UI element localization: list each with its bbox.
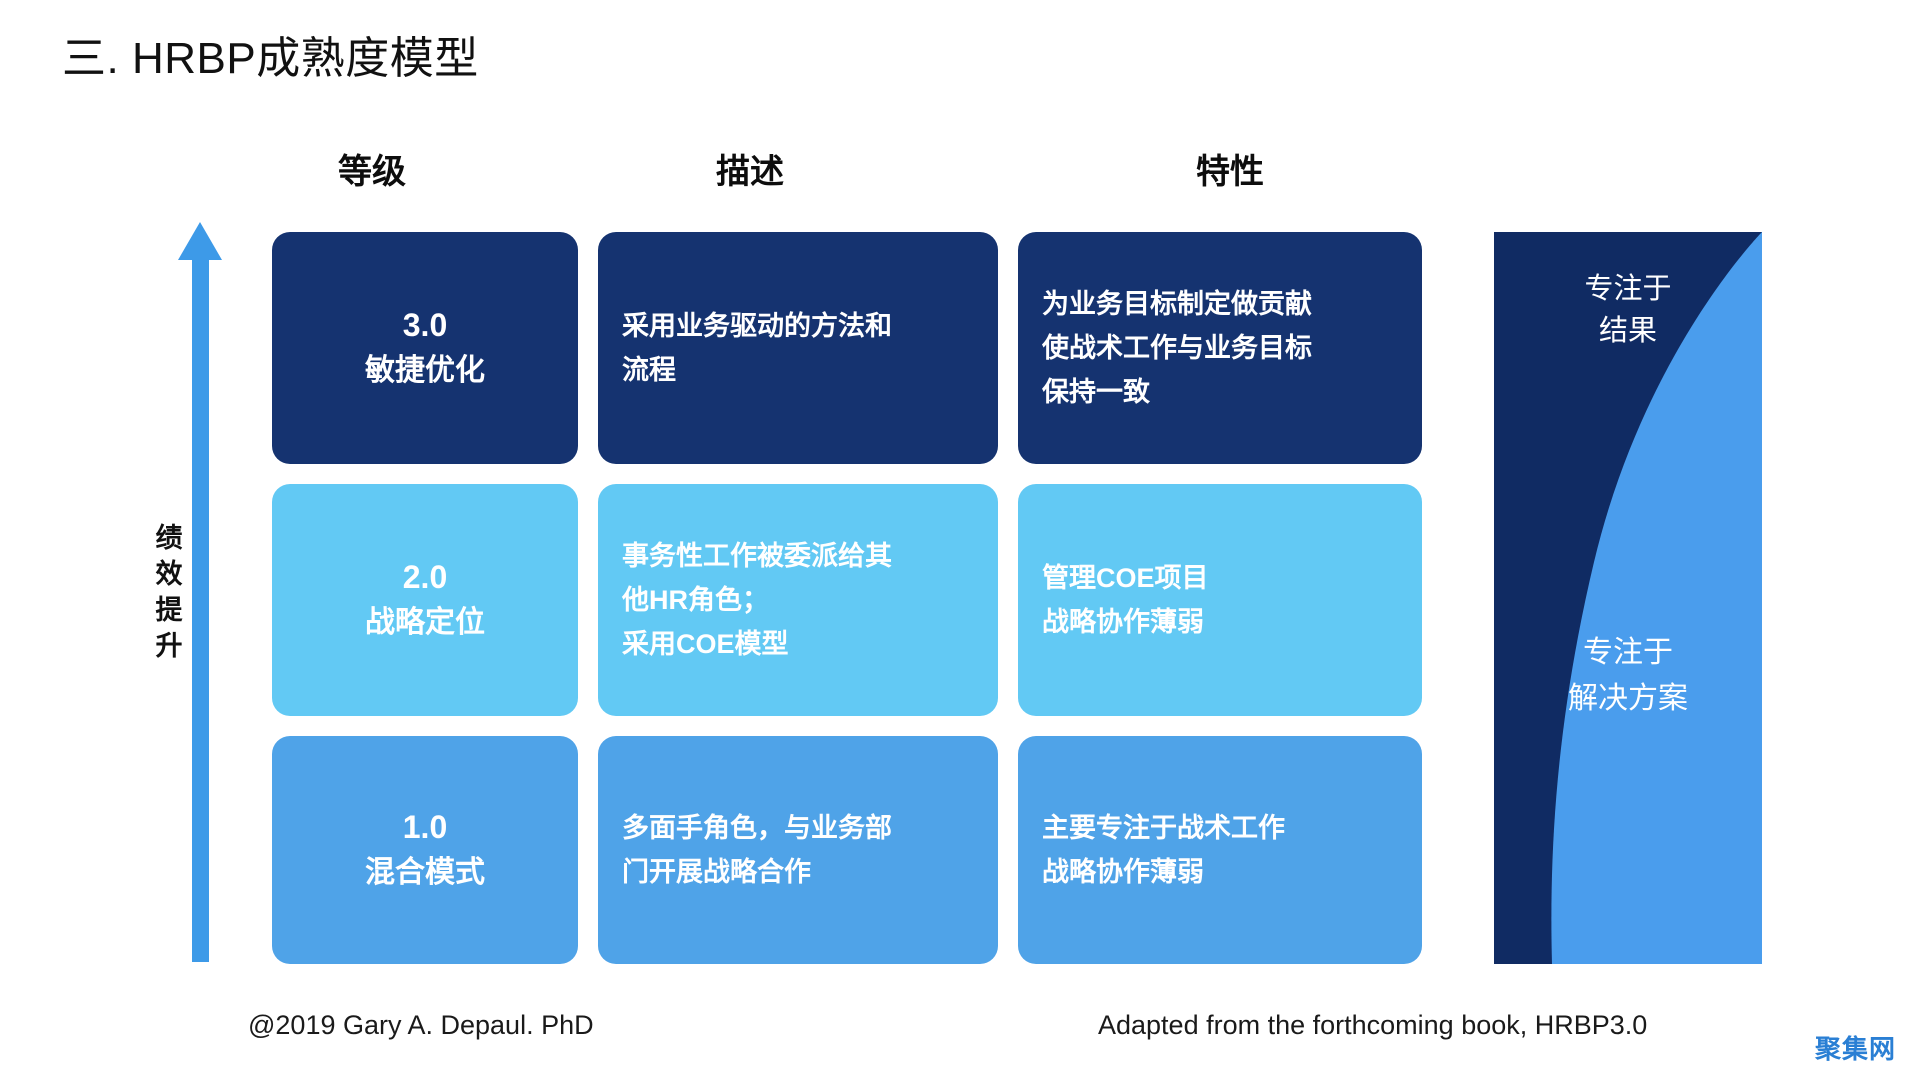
description-line: 他HR角色； — [622, 585, 769, 615]
characteristics-line: 为业务目标制定做贡献 — [1042, 289, 1312, 319]
focus-bottom-line1: 专注于 — [1583, 636, 1673, 669]
maturity-grid: 3.0 敏捷优化 采用业务驱动的方法和 流程 为业务目标制定做贡献 使战术工作与… — [272, 232, 1422, 964]
footer-source: Adapted from the forthcoming book, HRBP3… — [1098, 1010, 1648, 1040]
characteristics-line: 管理COE项目 — [1042, 563, 1209, 593]
description-line: 门开展战略合作 — [622, 857, 811, 887]
characteristics-line: 使战术工作与业务目标 — [1042, 333, 1312, 363]
focus-bottom-line2: 解决方案 — [1568, 682, 1688, 715]
watermark: 聚集网 — [1814, 1034, 1896, 1064]
description-card-2[interactable]: 事务性工作被委派给其 他HR角色； 采用COE模型 — [598, 484, 998, 716]
description-line: 多面手角色，与业务部 — [622, 813, 892, 843]
performance-arrow — [178, 222, 222, 962]
column-header-level: 等级 — [338, 153, 406, 191]
level-card-2[interactable]: 2.0 战略定位 — [272, 484, 578, 716]
focus-top-line2: 结果 — [1598, 315, 1657, 347]
description-line: 采用COE模型 — [622, 629, 789, 659]
description-card-1[interactable]: 多面手角色，与业务部 门开展战略合作 — [598, 736, 998, 964]
characteristics-card-3[interactable]: 为业务目标制定做贡献 使战术工作与业务目标 保持一致 — [1018, 232, 1422, 464]
footer-copyright: @2019 Gary A. Depaul. PhD — [248, 1010, 594, 1040]
characteristics-line: 主要专注于战术工作 — [1042, 813, 1285, 843]
focus-panel: 专注于 结果 专注于 解决方案 — [1494, 232, 1762, 964]
description-line: 采用业务驱动的方法和 — [622, 311, 892, 341]
column-header-characteristics: 特性 — [1196, 153, 1264, 191]
arrow-shaft — [192, 254, 209, 962]
description-card-3[interactable]: 采用业务驱动的方法和 流程 — [598, 232, 998, 464]
arrow-head-icon — [178, 222, 222, 260]
characteristics-card-1[interactable]: 主要专注于战术工作 战略协作薄弱 — [1018, 736, 1422, 964]
focus-top-label: 专注于 结果 — [1494, 268, 1762, 352]
focus-bottom-label: 专注于 解决方案 — [1494, 630, 1762, 722]
description-line: 流程 — [622, 355, 676, 385]
level-name: 战略定位 — [365, 606, 485, 639]
page-title: 三. HRBP成熟度模型 — [62, 34, 479, 83]
characteristics-line: 战略协作薄弱 — [1042, 857, 1204, 887]
focus-curve-shape — [1551, 232, 1762, 964]
axis-label-performance: 绩效提升 — [155, 523, 183, 661]
level-number: 3.0 — [402, 307, 448, 343]
column-header-description: 描述 — [716, 153, 784, 191]
level-card-1[interactable]: 1.0 混合模式 — [272, 736, 578, 964]
description-line: 事务性工作被委派给其 — [622, 541, 892, 571]
focus-top-line1: 专注于 — [1584, 273, 1672, 305]
level-number: 1.0 — [402, 809, 448, 845]
characteristics-line: 保持一致 — [1042, 377, 1150, 407]
level-name: 敏捷优化 — [365, 354, 485, 387]
characteristics-card-2[interactable]: 管理COE项目 战略协作薄弱 — [1018, 484, 1422, 716]
level-number: 2.0 — [402, 559, 448, 595]
level-name: 混合模式 — [365, 856, 485, 889]
characteristics-line: 战略协作薄弱 — [1042, 607, 1204, 637]
level-card-3[interactable]: 3.0 敏捷优化 — [272, 232, 578, 464]
